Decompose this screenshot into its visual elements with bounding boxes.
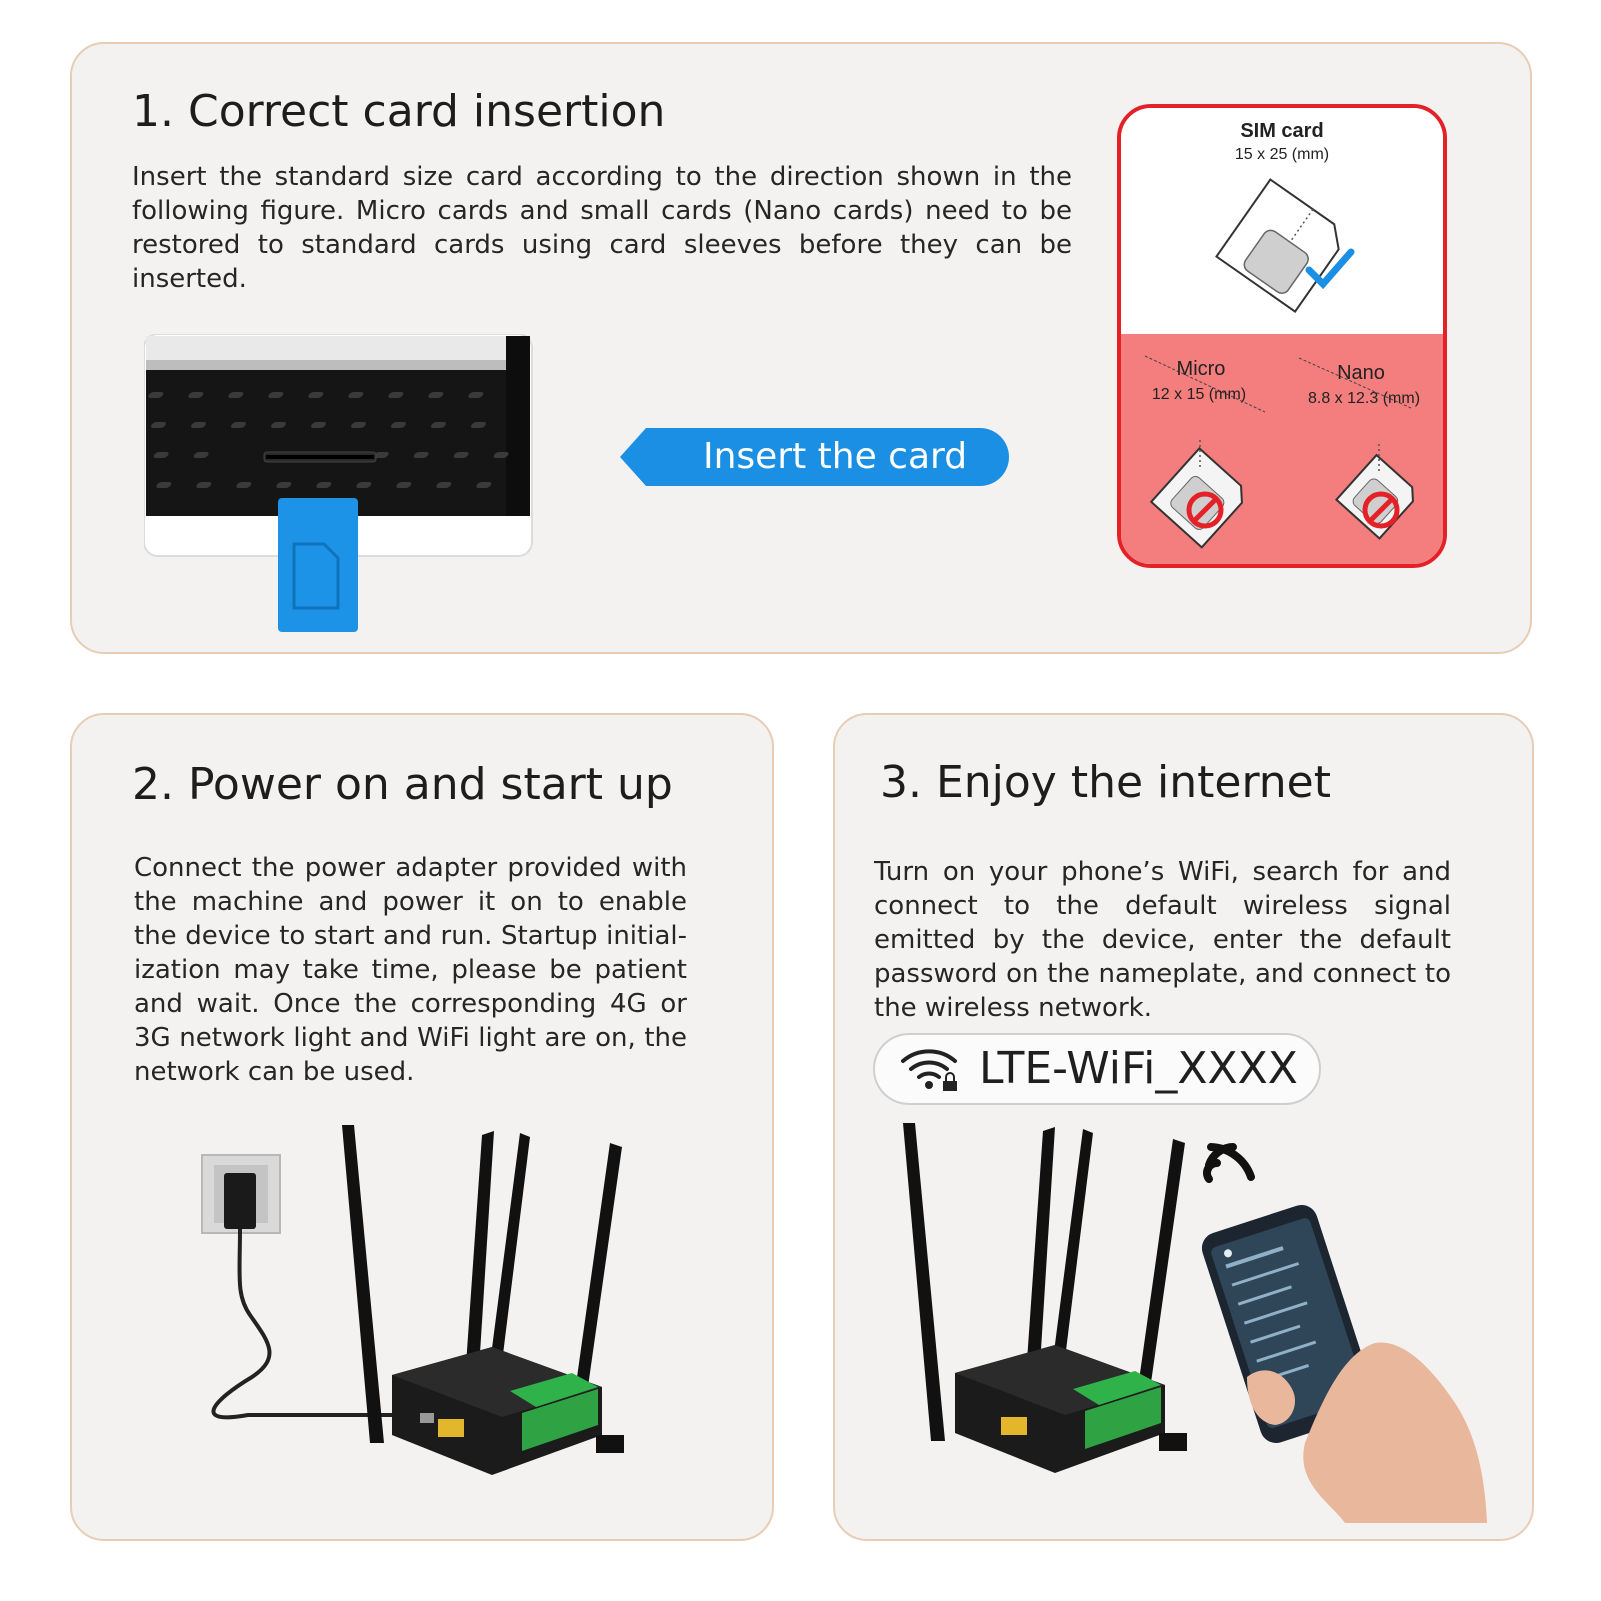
sim-card-size: 15 x 25 (mm) bbox=[1234, 146, 1330, 163]
insert-card-callout: Insert the card bbox=[620, 426, 1010, 488]
sim-card-check-icon bbox=[1215, 178, 1355, 313]
step2-title: 2. Power on and start up bbox=[132, 759, 673, 810]
wifi-network-item[interactable]: LTE-WiFi_XXXX bbox=[873, 1033, 1321, 1105]
step3-title: 3. Enjoy the internet bbox=[880, 757, 1331, 808]
micro-sim-prohibited-icon bbox=[1149, 440, 1243, 549]
micro-size: 12 x 15 (mm) bbox=[1151, 386, 1247, 403]
sim-standard-section: SIM card 15 x 25 (mm) bbox=[1121, 108, 1443, 334]
router-power-illustration bbox=[201, 1125, 624, 1475]
router-body bbox=[955, 1345, 1187, 1473]
step2-description: Connect the power adapter provided with … bbox=[134, 853, 687, 1087]
sim-card-title: SIM card bbox=[1240, 120, 1324, 142]
sim-size-chart: SIM card 15 x 25 (mm) Micro 12 x 15 (mm)… bbox=[1117, 104, 1447, 568]
step3-panel: 3. Enjoy the internet Turn on your phone… bbox=[833, 713, 1534, 1541]
smartphone-icon bbox=[1201, 1204, 1376, 1443]
dimension-lines bbox=[1144, 355, 1412, 413]
micro-title: Micro bbox=[1176, 358, 1226, 380]
arrow-left-icon bbox=[620, 428, 1009, 486]
sim-micro-nano-section: Micro 12 x 15 (mm) Nano 8.8 x 12.3 (mm) bbox=[1121, 334, 1443, 564]
step1-panel: 1. Correct card insertion Insert the sta… bbox=[70, 42, 1532, 654]
nano-size: 8.8 x 12.3 (mm) bbox=[1307, 390, 1421, 407]
step1-description: Insert the standard size card according … bbox=[132, 162, 1072, 294]
hand-icon bbox=[1247, 1342, 1487, 1523]
step3-description: Turn on your phone’s WiFi, search for an… bbox=[874, 857, 1451, 1023]
wifi-ssid: LTE-WiFi_XXXX bbox=[979, 1043, 1298, 1094]
nano-title: Nano bbox=[1337, 362, 1385, 384]
wifi-lock-icon bbox=[901, 1049, 957, 1091]
step2-panel: 2. Power on and start up Connect the pow… bbox=[70, 713, 774, 1541]
nano-sim-prohibited-icon bbox=[1334, 444, 1414, 540]
card-slot-illustration bbox=[144, 334, 533, 632]
insert-card-label: Insert the card bbox=[702, 436, 968, 477]
router-body bbox=[392, 1347, 624, 1475]
wifi-waves-icon bbox=[1203, 1143, 1255, 1183]
wall-socket-icon bbox=[201, 1154, 281, 1234]
router-phone-illustration bbox=[903, 1123, 1487, 1523]
step1-title: 1. Correct card insertion bbox=[132, 86, 666, 137]
